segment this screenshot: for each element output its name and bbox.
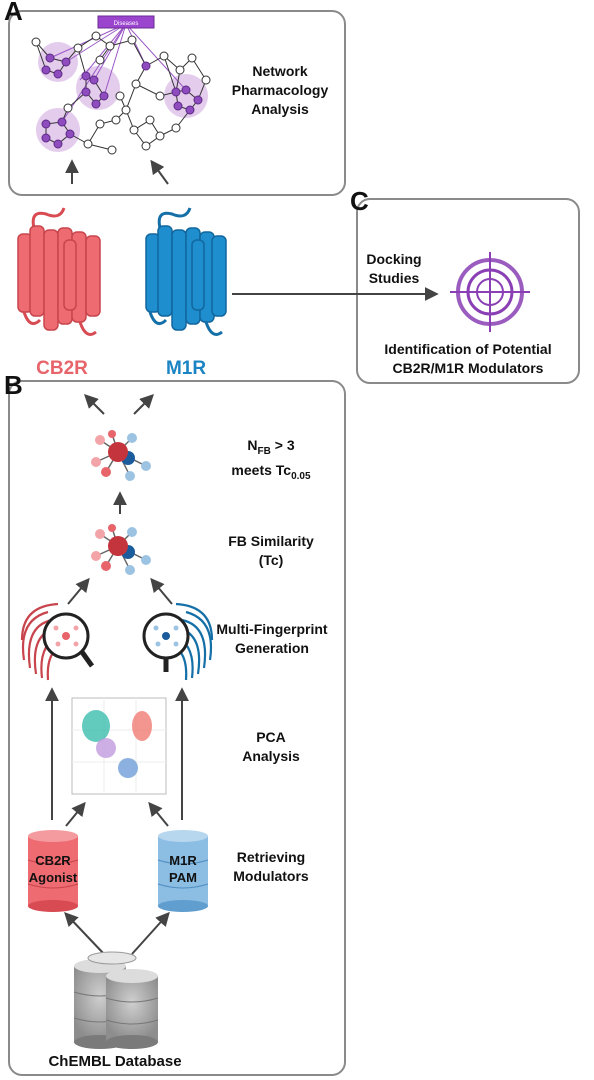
pca-scatter-icon — [71, 697, 167, 795]
panel-b-letter: B — [4, 370, 23, 400]
identification-label: Identification of Potential CB2R/M1R Mod… — [360, 340, 576, 378]
nfb-line2: meets Tc0.05 — [231, 461, 311, 482]
pca-line2: Analysis — [242, 748, 300, 764]
result-line1: Identification of Potential — [384, 341, 552, 357]
m1r-label: M1R — [166, 358, 206, 379]
cb2r-db-line1: CB2R — [35, 853, 71, 868]
docking-studies-label: Docking Studies — [358, 250, 430, 288]
cb2r-agonist-label: CB2R Agonist — [20, 852, 86, 886]
retrieving-modulators-label: Retrieving Modulators — [216, 848, 326, 886]
arrow-m1r-fp-to-fb — [150, 577, 173, 605]
ret-line1: Retrieving — [236, 849, 306, 865]
network-label-line2: Pharmacology — [231, 82, 329, 98]
arrow-chembl-to-m1r — [131, 911, 170, 955]
m1r-db-line1: M1R — [169, 853, 197, 868]
arrow-m1r-to-network — [150, 159, 169, 185]
diseases-node — [97, 15, 155, 29]
pca-analysis-label: PCA Analysis — [216, 728, 326, 766]
m1r-receptor-icon — [145, 207, 227, 336]
mf-line2: Generation — [235, 640, 309, 656]
molecule-icon-fb — [91, 524, 151, 575]
nfb-threshold-label: NFB > 3 meets Tc0.05 — [216, 436, 326, 486]
network-label-line1: Network — [252, 63, 308, 79]
chembl-database-label: ChEMBL Database — [48, 1053, 182, 1070]
m1r-database-icon — [157, 830, 209, 912]
cb2r-database-icon — [27, 830, 79, 912]
fb-similarity-label: FB Similarity (Tc) — [216, 532, 326, 570]
diseases-label: Diseases — [114, 21, 139, 27]
mf-line1: Multi-Fingerprint — [216, 621, 328, 637]
fb-line2: (Tc) — [258, 552, 284, 568]
m1r-pam-label: M1R PAM — [150, 852, 216, 886]
multi-fingerprint-label: Multi-Fingerprint Generation — [206, 620, 338, 658]
molecule-icon-nfb — [91, 430, 151, 481]
network-label-line3: Analysis — [251, 101, 309, 117]
arrow-cb2r-fp-to-fb — [67, 577, 90, 605]
panel-b-frame — [8, 380, 346, 1076]
cb2r-db-line2: Agonist — [28, 870, 78, 885]
panel-c-letter: C — [350, 186, 369, 216]
result-line2: CB2R/M1R Modulators — [392, 360, 544, 376]
docking-line1: Docking — [366, 251, 422, 267]
pca-line1: PCA — [256, 729, 286, 745]
cb2r-receptor-icon — [17, 207, 101, 336]
nfb-line1: NFB > 3 — [247, 437, 295, 457]
m1r-db-line2: PAM — [169, 870, 197, 885]
network-graph: Diseases — [31, 15, 211, 155]
fb-line1: FB Similarity — [228, 533, 314, 549]
network-pharmacology-label: Network Pharmacology Analysis — [226, 62, 334, 119]
arrow-result-to-cb2r — [84, 394, 105, 415]
m1r-fingerprint-icon — [142, 602, 214, 681]
arrow-result-to-m1r — [133, 394, 154, 415]
docking-line2: Studies — [368, 270, 420, 286]
target-icon — [450, 252, 530, 332]
cb2r-label: CB2R — [36, 358, 88, 379]
panel-a-letter: A — [4, 0, 23, 26]
arrow-cb2r-db-to-pca — [65, 801, 86, 827]
arrow-chembl-to-cb2r — [64, 911, 105, 955]
ret-line2: Modulators — [233, 868, 309, 884]
arrow-m1r-db-to-pca — [148, 801, 169, 827]
cb2r-fingerprint-icon — [20, 602, 95, 681]
chembl-database-icon — [73, 951, 159, 1049]
